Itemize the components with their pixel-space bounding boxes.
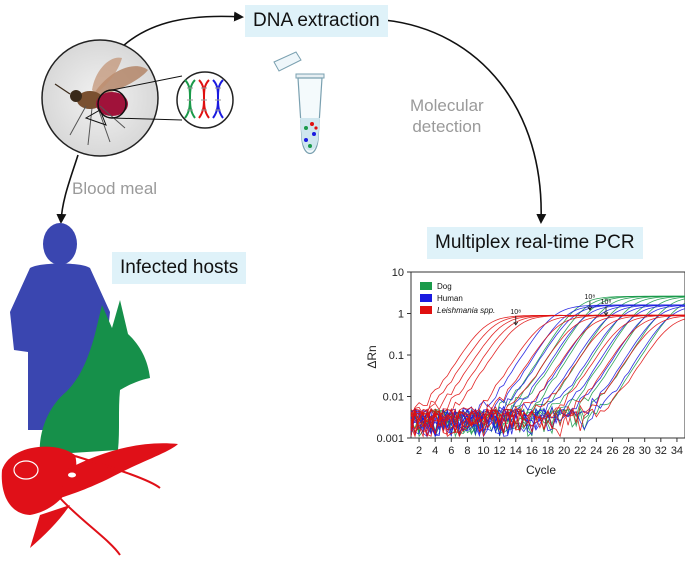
amplification-curve — [410, 318, 685, 438]
x-tick-label: 30 — [639, 445, 651, 457]
chart-y-axis-label: ΔRn — [365, 345, 379, 368]
x-tick-label: 26 — [606, 445, 618, 457]
molecular-detection-label: Molecular detection — [410, 95, 484, 137]
molecular-detection-line2: detection — [412, 117, 482, 136]
x-tick-label: 16 — [526, 445, 538, 457]
y-tick-label: 0.01 — [383, 392, 404, 404]
x-tick-label: 2 — [416, 445, 422, 457]
dna-helix-icon — [176, 71, 234, 129]
x-tick-label: 24 — [590, 445, 602, 457]
arrow-sandfly-to-hosts — [56, 154, 79, 224]
amplification-curve — [410, 315, 685, 438]
y-tick-label: 0.1 — [389, 350, 404, 362]
x-tick-label: 10 — [477, 445, 489, 457]
x-tick-label: 22 — [574, 445, 586, 457]
leishmania-parasite-icon — [1, 443, 178, 556]
x-tick-label: 18 — [542, 445, 554, 457]
amplification-curve — [410, 295, 685, 435]
x-tick-label: 20 — [558, 445, 570, 457]
annotation-label: 10⁸ — [585, 294, 596, 301]
legend-swatch — [420, 294, 432, 302]
molecular-detection-line1: Molecular — [410, 96, 484, 115]
legend-label: Dog — [437, 282, 452, 291]
arrow-dna-to-pcr — [383, 19, 547, 224]
amplification-curve — [410, 314, 685, 436]
x-tick-label: 6 — [448, 445, 454, 457]
x-tick-label: 28 — [622, 445, 634, 457]
annotation-arrowhead — [603, 311, 609, 316]
legend-swatch — [420, 306, 432, 314]
annotation-arrowhead — [513, 321, 519, 326]
legend-label: Leishmania spp. — [437, 306, 495, 315]
blood-meal-label: Blood meal — [72, 179, 158, 198]
annotation-label: 10⁸ — [601, 299, 612, 306]
amplification-curve — [410, 304, 685, 437]
legend-label: Human — [437, 294, 463, 303]
chart-curves — [410, 295, 685, 438]
dna-extraction-label: DNA extraction — [245, 5, 388, 37]
y-tick-label: 1 — [398, 309, 404, 321]
multiplex-pcr-label: Multiplex real-time PCR — [427, 227, 643, 259]
microtube-icon — [273, 51, 325, 155]
infected-hosts-label: Infected hosts — [112, 252, 247, 284]
x-tick-label: 32 — [655, 445, 667, 457]
y-tick-label: 0.001 — [376, 433, 404, 445]
x-tick-label: 14 — [510, 445, 522, 457]
chart-x-axis-label: Cycle — [526, 463, 556, 477]
x-tick-label: 4 — [432, 445, 438, 457]
y-tick-label: 10 — [392, 267, 404, 279]
legend-swatch — [420, 282, 432, 290]
chart-annotations: 10⁸ 10⁸ 10⁸ — [510, 294, 612, 326]
annotation-arrowhead — [587, 306, 593, 311]
amplification-curve — [410, 315, 685, 438]
x-tick-label: 12 — [494, 445, 506, 457]
x-tick-label: 34 — [671, 445, 683, 457]
dog-silhouette-icon — [39, 300, 150, 455]
amplification-curve — [410, 302, 685, 438]
sandfly-icon — [41, 39, 183, 157]
annotation-label: 10⁸ — [510, 309, 521, 316]
x-tick-label: 8 — [464, 445, 470, 457]
